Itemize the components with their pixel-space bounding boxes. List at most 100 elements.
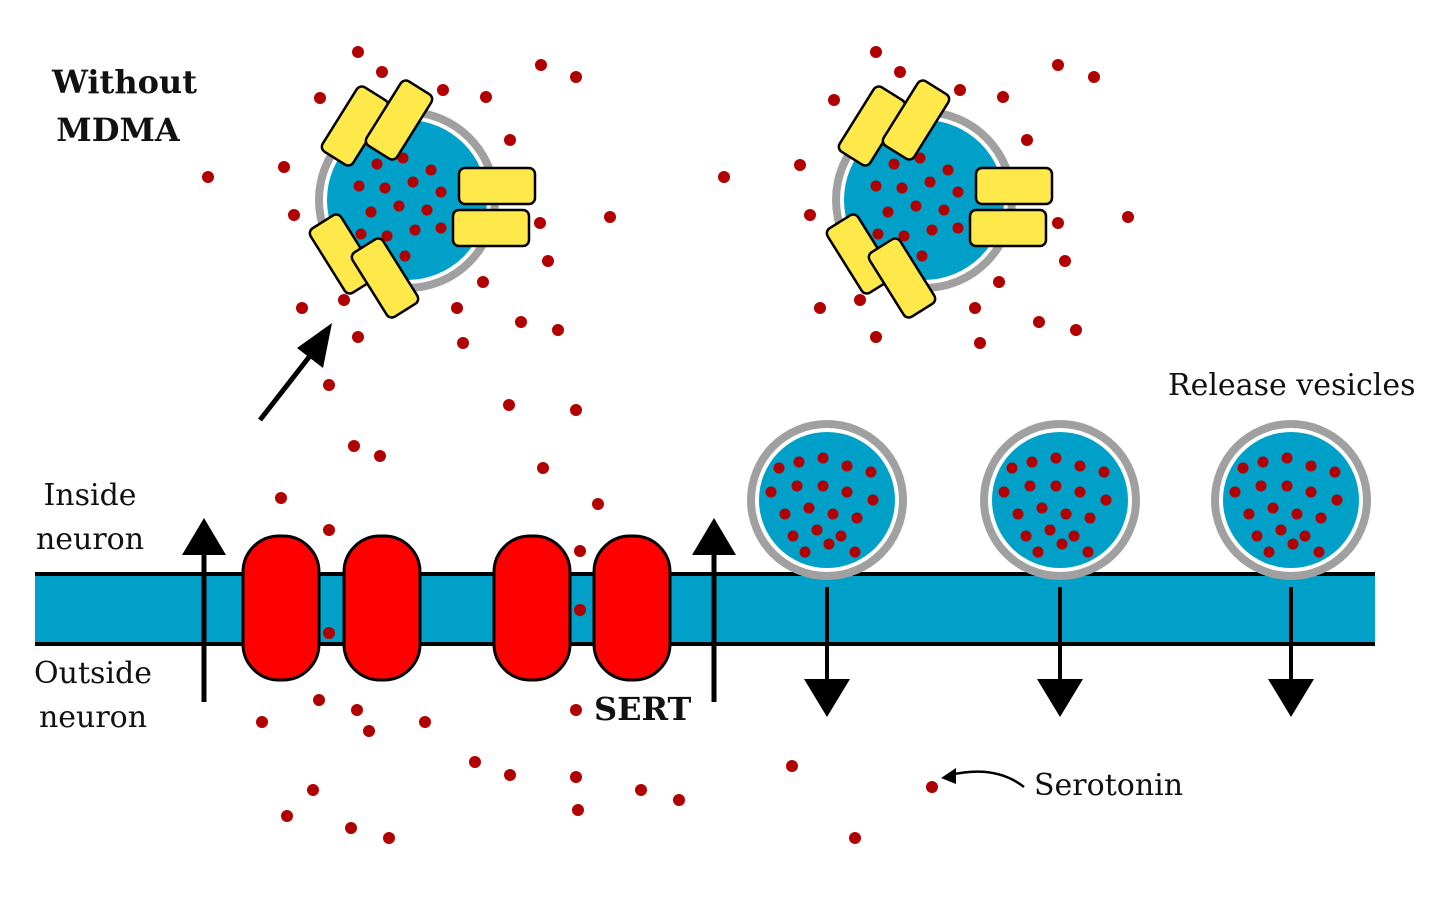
serotonin-molecule [1033,316,1045,328]
serotonin-dot [1313,546,1325,558]
serotonin-molecule [469,756,481,768]
serotonin-dot [1287,538,1299,550]
serotonin-dot [942,164,954,176]
serotonin-molecule [323,627,335,639]
cluster-vesicle [315,108,499,292]
serotonin-dot [916,250,928,262]
vesicle-receptor-cluster [308,79,537,319]
serotonin-molecule [348,440,360,452]
serotonin-dot [399,250,411,262]
serotonin-molecule [307,784,319,796]
serotonin-dot [1098,466,1110,478]
serotonin-molecule [570,771,582,783]
serotonin-dot [882,206,894,218]
serotonin-dot [998,486,1010,498]
serotonin-molecule [1088,71,1100,83]
serotonin-molecule [363,725,375,737]
serotonin-dot [1020,530,1032,542]
serotonin-molecule [535,59,547,71]
serotonin-dot [1299,530,1311,542]
serotonin-dot [1050,452,1062,464]
serotonin-molecule [854,294,866,306]
serotonin-dot [1257,456,1269,468]
serotonin-dot [1068,530,1080,542]
serotonin-molecule [503,399,515,411]
serotonin-dot [1315,512,1327,524]
serotonin-molecule [786,760,798,772]
serotonin-dot [1275,524,1287,536]
serotonin-molecule [635,784,647,796]
serotonin-dot [841,460,853,472]
serotonin-molecule [542,255,554,267]
serotonin-dot [425,164,437,176]
serotonin-dot [393,200,405,212]
serotonin-molecule [504,134,516,146]
serotonin-molecule [281,810,293,822]
serotonin-dot [773,462,785,474]
serotonin-dot [823,538,835,550]
serotonin-dot [381,230,393,242]
receptor-block [974,166,1054,206]
serotonin-molecule [870,46,882,58]
serotonin-dot [803,502,815,514]
serotonin-dot [1291,508,1303,520]
serotonin-dot [827,508,839,520]
serotonin-dot [1267,502,1279,514]
serotonin-dot [811,524,823,536]
serotonin-dot [1305,460,1317,472]
receptor-block [364,79,434,161]
serotonin-molecule [1059,255,1071,267]
diagonal-arrow [258,323,332,422]
serotonin-dot [397,152,409,164]
serotonin-molecule [926,781,938,793]
release-vesicles-label: Release vesicles [1168,368,1416,403]
serotonin-molecule [313,694,325,706]
serotonin-dot [817,480,829,492]
serotonin-molecule [870,331,882,343]
serotonin-dot [1024,480,1036,492]
serotonin-molecule [534,217,546,229]
serotonin-dot [1281,452,1293,464]
down-arrow-head [1037,679,1083,717]
serotonin-molecule [592,498,604,510]
serotonin-molecule [954,84,966,96]
up-arrow-left [182,518,226,702]
sert-transporter-left [241,534,422,682]
sert-label: SERT [594,690,692,728]
serotonin-molecule [477,276,489,288]
serotonin-dot [1251,530,1263,542]
serotonin-dot [841,486,853,498]
up-arrow-right [692,518,736,702]
serotonin-molecule [202,171,214,183]
serotonin-molecule [376,66,388,78]
serotonin-molecule [969,302,981,314]
serotonin-molecule [1021,134,1033,146]
serotonin-dot [435,222,447,234]
serotonin-dot [355,228,367,240]
serotonin-dot [787,530,799,542]
serotonin-molecule [570,704,582,716]
serotonin-dot [851,512,863,524]
serotonin-dot [1032,546,1044,558]
serotonin-molecule [814,302,826,314]
serotonin-molecule [572,804,584,816]
serotonin-dot [952,186,964,198]
serotonin-molecule [419,716,431,728]
serotonin-molecule [383,832,395,844]
serotonin-dot [791,480,803,492]
serotonin-molecule [828,94,840,106]
serotonin-dot [1229,486,1241,498]
serotonin-dot [371,158,383,170]
serotonin-dot [1006,462,1018,474]
serotonin-dot [1074,460,1086,472]
release-vesicle [747,420,907,580]
receptor-block [825,213,895,295]
serotonin-molecule [323,524,335,536]
serotonin-dot [1056,538,1068,550]
serotonin-molecule [457,337,469,349]
serotonin-dot [1331,494,1343,506]
serotonin-dot [926,224,938,236]
serotonin-dot [793,456,805,468]
serotonin-pointer-arrow [941,768,1025,788]
